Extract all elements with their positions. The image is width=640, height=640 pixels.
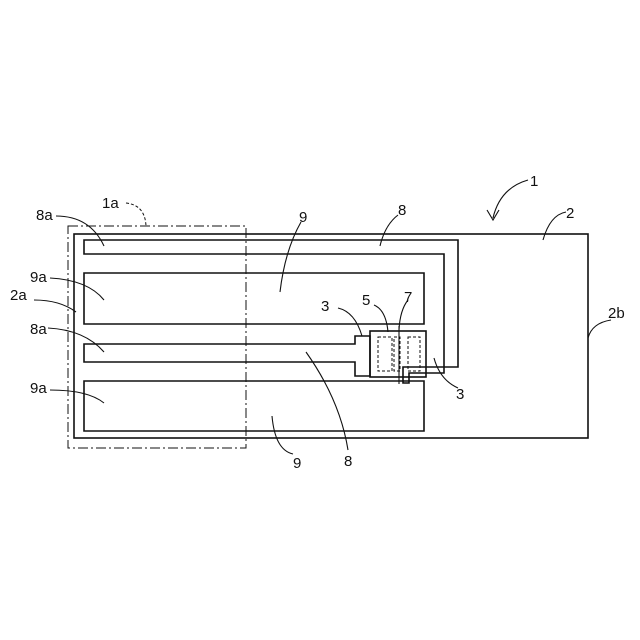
leader-8-top: [380, 215, 398, 246]
leader-2a: [34, 300, 76, 312]
label-8a-top: 8a: [36, 207, 53, 224]
label-9-top: 9: [299, 209, 307, 226]
label-2: 2: [566, 205, 574, 222]
chip-inner-right: [408, 337, 420, 371]
label-7: 7: [404, 289, 412, 306]
label-8-top: 8: [398, 202, 406, 219]
leader-1a: [126, 203, 146, 226]
label-8-bottom: 8: [344, 453, 352, 470]
label-2a: 2a: [10, 287, 27, 304]
label-2b: 2b: [608, 305, 625, 322]
leader-3-top: [338, 308, 362, 336]
leader-8-bottom: [306, 352, 348, 450]
substrate-outline: [74, 234, 588, 438]
conductor-9-upper-outline: [84, 273, 424, 324]
leader-9a-bottom: [50, 390, 104, 403]
label-1: 1: [530, 173, 538, 190]
label-5: 5: [362, 292, 370, 309]
leader-9a-top: [50, 278, 104, 300]
label-9a-top: 9a: [30, 269, 47, 286]
label-3-top: 3: [321, 298, 329, 315]
leader-8a-top: [56, 216, 104, 246]
label-9-bottom: 9: [293, 455, 301, 472]
leader-2: [543, 212, 566, 240]
region-1a-outline: [68, 226, 246, 448]
label-1a: 1a: [102, 195, 119, 212]
leader-2b: [588, 320, 611, 338]
conductor-9-lower-outline: [84, 381, 424, 431]
leader-9-bottom: [272, 416, 293, 454]
arrow-1-head: [487, 210, 499, 220]
label-9a-bottom: 9a: [30, 380, 47, 397]
chip-inner-left: [378, 337, 392, 371]
leader-8a-mid: [48, 328, 104, 352]
conductor-8-lower-outline: [84, 336, 370, 376]
leader-9-top: [280, 222, 301, 292]
leader-5: [374, 305, 388, 332]
label-3-bottom: 3: [456, 386, 464, 403]
label-8a-mid: 8a: [30, 321, 47, 338]
